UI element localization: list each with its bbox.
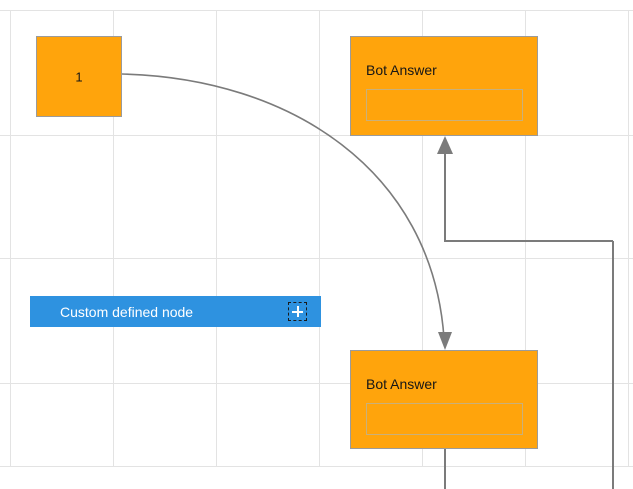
node-answer-slot[interactable] [366,403,523,435]
node-1-number: 1 [75,69,83,84]
node-answer-slot[interactable] [366,89,523,121]
custom-defined-node-label: Custom defined node [60,303,194,320]
node-title: Bot Answer [366,62,437,78]
custom-defined-node-palette-item[interactable]: Custom defined node [30,296,321,327]
node-1[interactable]: 1 [36,36,122,117]
node-title: Bot Answer [366,376,437,392]
node-bot-answer-bottom[interactable]: Bot Answer [350,350,538,449]
plus-icon[interactable] [288,302,307,321]
node-bot-answer-top[interactable]: Bot Answer [350,36,538,136]
